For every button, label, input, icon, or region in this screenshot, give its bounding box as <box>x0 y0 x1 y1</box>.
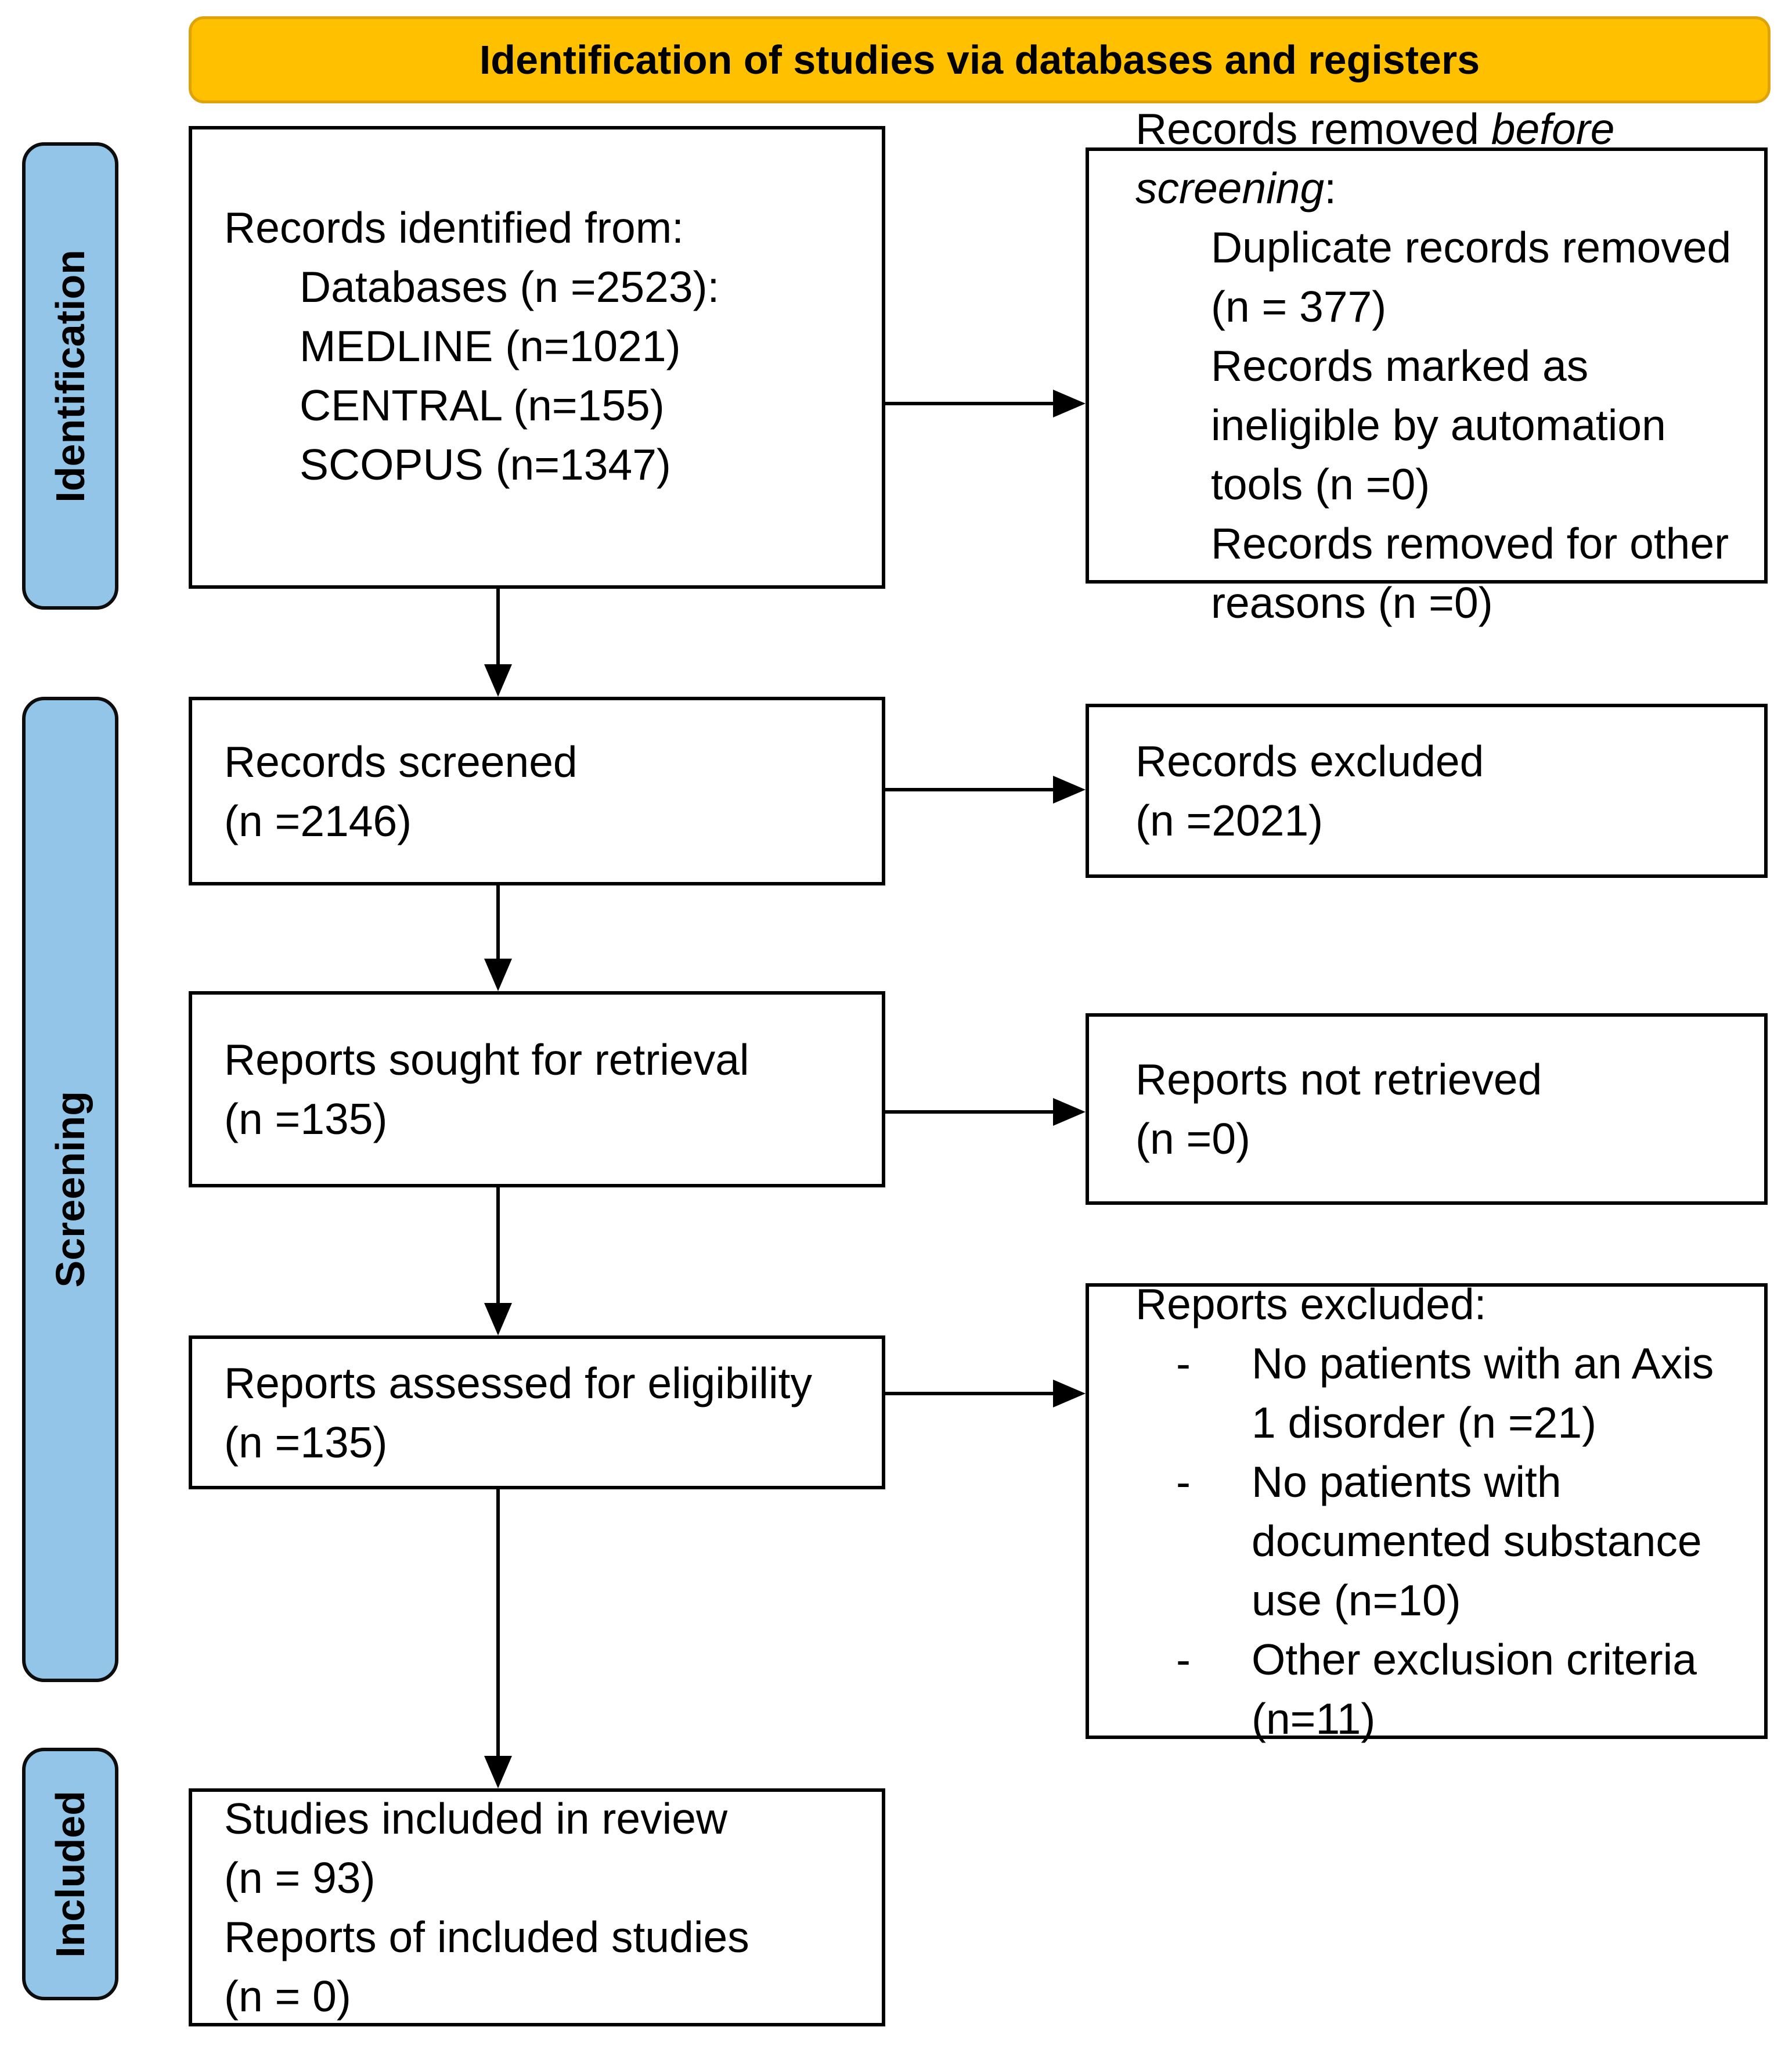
reports-excluded-bullet-text: Other exclusion criteria (n=11) <box>1252 1634 1697 1743</box>
arrow-line <box>885 1392 1054 1395</box>
reports-excluded-bullet-text: No patients with an Axis 1 disorder (n =… <box>1252 1338 1714 1447</box>
arrow-line <box>885 1110 1054 1114</box>
reports-excluded-intro: Reports excluded: <box>1135 1279 1487 1328</box>
arrow-line <box>496 885 500 960</box>
arrow-line <box>496 1489 500 1757</box>
title-banner-label: Identification of studies via databases … <box>479 37 1480 82</box>
arrow-line <box>885 402 1054 405</box>
reports-sought-line: Reports sought for retrieval <box>224 1035 749 1084</box>
box-studies-included: Studies included in review (n = 93) Repo… <box>189 1788 885 2026</box>
reports-excluded-bullet: - No patients with documented substance … <box>1176 1452 1750 1630</box>
box-reports-excluded: Reports excluded: - No patients with an … <box>1086 1280 1768 1743</box>
arrow-head-icon <box>484 959 512 991</box>
box-reports-not-retrieved: Reports not retrieved (n =0) <box>1086 1013 1768 1205</box>
reports-not-retrieved-count: (n =0) <box>1135 1114 1251 1163</box>
records-screened-count: (n =2146) <box>224 796 412 845</box>
box-reports-sought: Reports sought for retrieval (n =135) <box>189 991 885 1187</box>
arrow-line <box>885 788 1054 791</box>
records-excluded-count: (n =2021) <box>1135 796 1324 845</box>
records-removed-intro-prefix: Records removed <box>1135 104 1491 153</box>
box-records-excluded: Records excluded (n =2021) <box>1086 704 1768 878</box>
reports-sought-count: (n =135) <box>224 1094 388 1143</box>
arrow-head-icon <box>1053 1380 1086 1407</box>
reports-excluded-bullet: - No patients with an Axis 1 disorder (n… <box>1176 1334 1750 1452</box>
stage-label-screening: Screening <box>22 697 118 1682</box>
records-excluded-line: Records excluded <box>1135 737 1484 786</box>
stage-label-identification: Identification <box>22 142 118 610</box>
stage-label-included: Included <box>22 1748 118 2000</box>
reports-included-line: Reports of included studies <box>224 1913 749 1961</box>
bullet-dash: - <box>1176 1634 1191 1684</box>
records-identified-item: CENTRAL (n=155) <box>300 380 665 430</box>
arrow-line <box>496 589 500 668</box>
reports-assessed-line: Reports assessed for eligibility <box>224 1358 812 1407</box>
records-removed-item: Records removed for other reasons (n =0) <box>1211 519 1729 627</box>
arrow-head-icon <box>1053 1098 1086 1126</box>
stage-label-identification-text: Identification <box>48 249 93 503</box>
records-identified-item: SCOPUS (n=1347) <box>300 440 671 489</box>
arrow-head-icon <box>1053 776 1086 804</box>
records-removed-item: Duplicate records removed (n = 377) <box>1211 222 1732 331</box>
records-identified-item: Databases (n =2523): <box>300 262 720 311</box>
bullet-dash: - <box>1176 1338 1191 1388</box>
records-removed-item: Records marked as ineligible by automati… <box>1211 341 1666 509</box>
stage-label-screening-text: Screening <box>48 1091 93 1288</box>
records-identified-intro: Records identified from: <box>224 203 684 252</box>
box-records-identified: Records identified from: Databases (n =2… <box>189 126 885 589</box>
box-reports-assessed: Reports assessed for eligibility (n =135… <box>189 1335 885 1489</box>
box-records-removed-before-screening: Records removed before screening: Duplic… <box>1086 105 1768 627</box>
stage-label-included-text: Included <box>48 1790 93 1958</box>
records-identified-item: MEDLINE (n=1021) <box>300 321 681 370</box>
studies-included-count: (n = 93) <box>224 1853 376 1902</box>
reports-included-count: (n = 0) <box>224 1972 351 2021</box>
reports-excluded-bullet: - Other exclusion criteria (n=11) <box>1176 1630 1750 1748</box>
records-removed-intro: Records removed before screening: <box>1135 99 1750 218</box>
records-removed-intro-italic: before screening <box>1135 104 1615 213</box>
arrow-head-icon <box>484 1303 512 1335</box>
studies-included-line: Studies included in review <box>224 1794 728 1843</box>
records-screened-line: Records screened <box>224 737 578 786</box>
reports-excluded-bullet-text: No patients with documented substance us… <box>1252 1457 1702 1625</box>
arrow-head-icon <box>484 664 512 697</box>
records-removed-intro-suffix: : <box>1324 163 1337 213</box>
arrow-head-icon <box>484 1756 512 1788</box>
reports-assessed-count: (n =135) <box>224 1417 388 1467</box>
arrow-head-icon <box>1053 390 1086 417</box>
title-banner: Identification of studies via databases … <box>189 16 1771 103</box>
arrow-line <box>496 1187 500 1304</box>
box-records-screened: Records screened (n =2146) <box>189 697 885 885</box>
reports-not-retrieved-line: Reports not retrieved <box>1135 1055 1542 1104</box>
bullet-dash: - <box>1176 1457 1191 1506</box>
